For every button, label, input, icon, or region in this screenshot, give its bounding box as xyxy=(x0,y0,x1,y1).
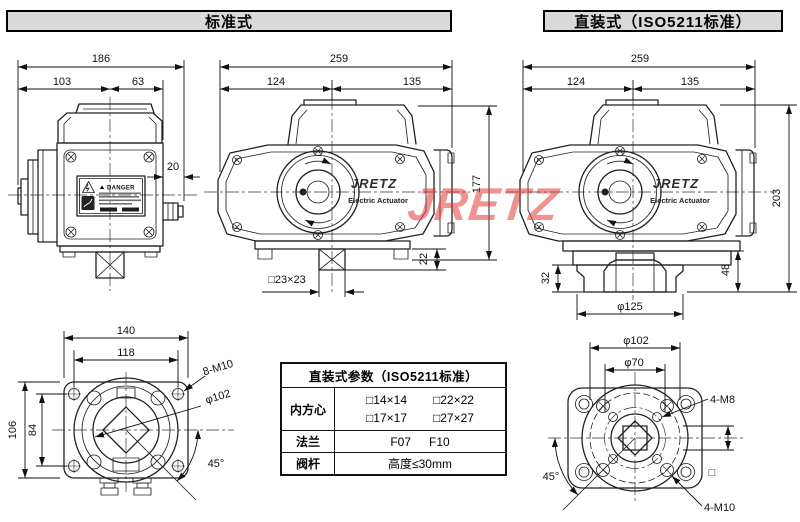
bottom-view-standard-drawing xyxy=(52,372,234,501)
dim-botstd-thread: 8-M10 xyxy=(201,358,234,379)
danger-label: DANGER xyxy=(76,175,146,217)
device-subtitle: Electric Actuator xyxy=(650,196,710,205)
square-option: □22×22 xyxy=(433,393,474,408)
square-option: □17×17 xyxy=(366,410,407,425)
front-view-standard-drawing: JRETZ Electric Actuator xyxy=(204,97,470,295)
dim-side-right-width: 63 xyxy=(132,76,144,88)
flange-option: F07 xyxy=(390,434,411,449)
cover-screws xyxy=(65,151,155,238)
parameter-table: 直装式参数（ISO5211标准） 内方心 □14×14 □22×22 □17×1… xyxy=(280,362,507,476)
dim-frontstd-left-width: 124 xyxy=(267,76,285,88)
bottom-direct-dimensions: φ102 φ70 4-M8 4-M10 □ 45° xyxy=(543,335,736,514)
dim-botstd-height: 106 xyxy=(7,421,19,439)
dim-botdir-bolt-circle-outer: φ102 xyxy=(623,335,649,347)
dim-frontstd-stem-height: 22 xyxy=(418,253,430,265)
dim-botstd-hole-spacing-h: 84 xyxy=(27,424,39,436)
table-row-label-flange: 法兰 xyxy=(282,431,335,452)
m8-holes xyxy=(608,412,662,464)
override-dial xyxy=(578,150,662,234)
device-logo: JRETZ xyxy=(653,176,699,191)
dim-frontdir-left-width: 124 xyxy=(567,76,585,88)
title-standard-type: 标准式 xyxy=(6,10,452,32)
dim-botstd-angle: 45° xyxy=(208,458,225,470)
dim-botstd-width: 140 xyxy=(117,325,135,337)
dim-side-total-width: 186 xyxy=(92,53,110,65)
square-option: □14×14 xyxy=(366,393,407,408)
table-row-label-square: 内方心 xyxy=(282,388,335,430)
table-title: 直装式参数（ISO5211标准） xyxy=(308,370,479,384)
dim-side-left-width: 103 xyxy=(53,76,71,88)
dim-side-cover-depth: 20 xyxy=(167,161,179,173)
side-view-dimensions: 186 103 63 20 xyxy=(17,53,200,201)
dim-botdir-angle: 45° xyxy=(543,471,560,483)
dim-botdir-square-symbol: □ xyxy=(709,467,716,479)
dim-botdir-thread-outer: 4-M10 xyxy=(704,502,735,514)
stem-height-value: 高度≤30mm xyxy=(388,457,452,471)
danger-text: DANGER xyxy=(107,186,135,192)
front-direct-dimensions: 259 124 135 203 48 32 φ125 xyxy=(522,53,797,320)
warning-triangle-icon xyxy=(99,185,105,189)
dim-frontdir-coupler-height: 32 xyxy=(540,272,552,284)
cover-screws xyxy=(534,146,707,240)
inner-bolt-holes xyxy=(86,390,166,470)
dim-botdir-bolt-circle-inner: φ70 xyxy=(624,357,643,369)
dim-frontstd-right-width: 135 xyxy=(403,76,421,88)
dim-botdir-thread-inner: 4-M8 xyxy=(710,394,735,406)
side-view-drawing: DANGER xyxy=(8,97,200,291)
device-logo: JRETZ xyxy=(351,176,397,191)
dim-frontdir-right-width: 135 xyxy=(681,76,699,88)
override-dial xyxy=(276,150,360,234)
square-option: □27×27 xyxy=(433,410,474,425)
dim-frontdir-height: 203 xyxy=(771,189,783,207)
front-standard-dimensions: 259 124 135 177 22 □23×23 xyxy=(219,53,497,297)
dim-botstd-hole-spacing-w: 118 xyxy=(117,347,135,359)
dim-frontstd-stem-square: □23×23 xyxy=(268,274,306,286)
dim-frontdir-flange-diameter: φ125 xyxy=(617,301,643,313)
front-view-direct-drawing: JRETZ Electric Actuator xyxy=(506,97,775,300)
dim-frontstd-height: 177 xyxy=(471,175,483,193)
cable-glands xyxy=(99,477,152,496)
bottom-view-direct-drawing xyxy=(548,372,746,511)
dim-botstd-bolt-circle: φ102 xyxy=(204,388,232,407)
cover-screws xyxy=(232,146,405,240)
dim-frontdir-total-width: 259 xyxy=(631,53,649,65)
table-row-label-stem: 阀杆 xyxy=(282,453,335,474)
dim-frontstd-total-width: 259 xyxy=(330,53,348,65)
device-subtitle: Electric Actuator xyxy=(348,196,408,205)
title-direct-mount-type: 直装式（ISO5211标准） xyxy=(543,10,783,32)
dim-frontdir-flange-height: 48 xyxy=(720,264,732,276)
flange-option: F10 xyxy=(429,434,450,449)
